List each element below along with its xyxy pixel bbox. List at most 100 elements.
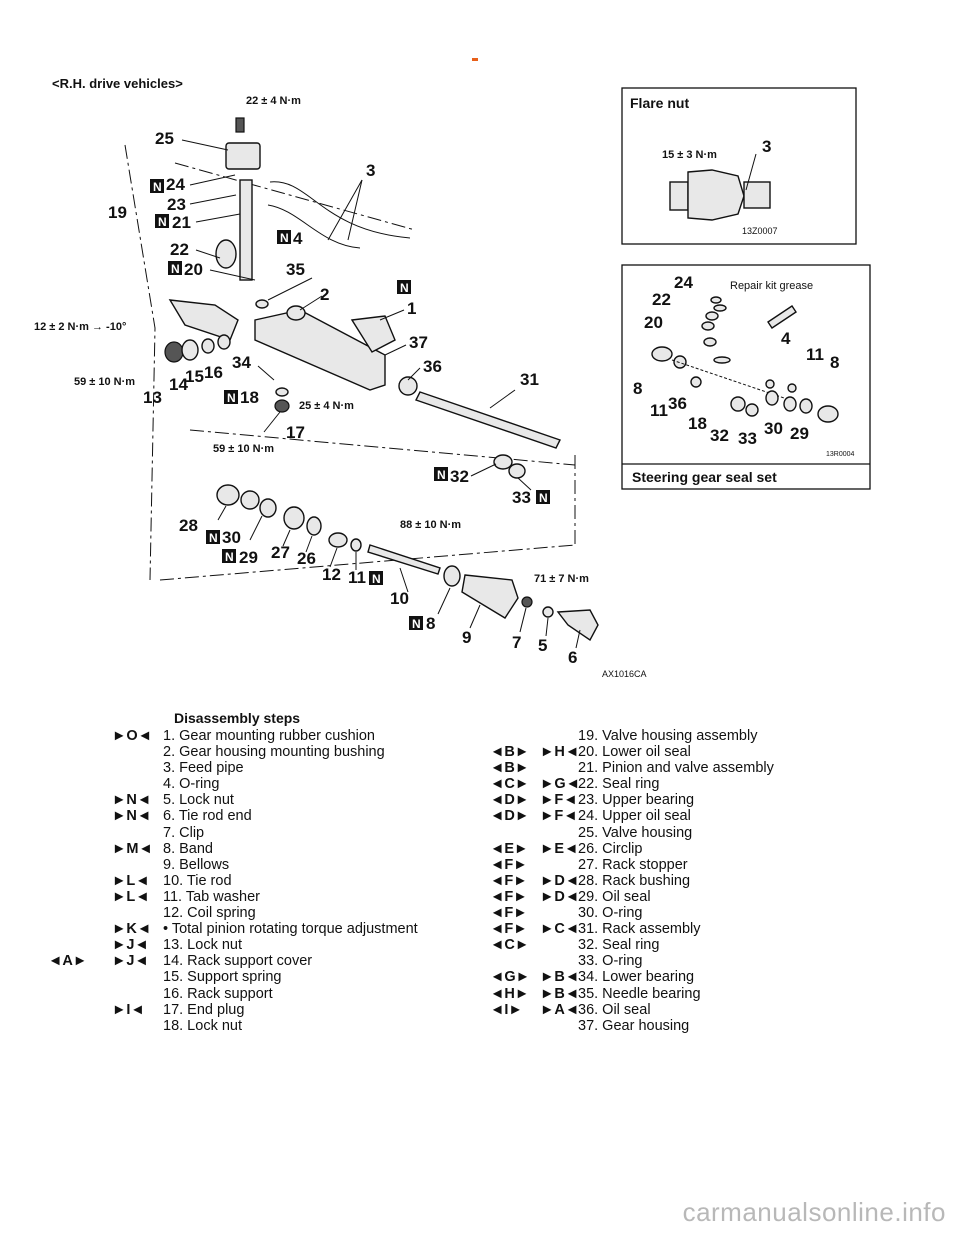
circlip-part	[306, 516, 322, 536]
step-marker-reassembly: ►O◄	[112, 728, 152, 744]
step-marker-reassembly: ►B◄	[540, 969, 580, 986]
step-text: 10. Tie rod	[163, 872, 232, 889]
step-text: 30. O-ring	[578, 905, 643, 922]
svg-text:8: 8	[830, 353, 839, 372]
svg-text:30: 30	[764, 419, 783, 438]
disassembly-steps-title: Disassembly steps	[174, 710, 301, 726]
tie-rod-part	[367, 544, 441, 575]
step-marker-reassembly: ►L◄	[112, 888, 150, 905]
svg-text:29: 29	[239, 548, 258, 567]
step-marker-disassembly: ◄G►	[490, 969, 530, 986]
oil-seal-29-part	[259, 498, 277, 518]
step-row: 16. Rack support	[0, 986, 480, 1002]
flare-nut-box: Flare nut 15 ± 3 N·m 3 13Z0007	[621, 87, 857, 245]
step-row: ◄F►30. O-ring	[480, 905, 960, 921]
svg-text:N: N	[158, 215, 167, 229]
feed-pipe-lower	[267, 204, 361, 249]
seal-set-code: 13R0004	[826, 451, 855, 458]
step-marker-disassembly: ◄F►	[490, 921, 528, 938]
svg-text:9: 9	[462, 628, 471, 647]
svg-text:N: N	[209, 531, 218, 545]
svg-text:N: N	[225, 550, 234, 564]
step-row: ►K◄ • Total pinion rotating torque adjust…	[0, 921, 480, 937]
svg-text:N: N	[372, 572, 381, 586]
rubber-cushion-part	[350, 315, 396, 353]
torque-label: 59 ± 10 N·m	[213, 443, 274, 455]
step-row: 37. Gear housing	[480, 1018, 960, 1034]
step-row: ◄G►►B◄34. Lower bearing	[480, 969, 960, 985]
bellows-left-part	[168, 299, 239, 341]
torque-label: 88 ± 10 N·m	[400, 519, 461, 531]
oil-seal-36-part	[398, 376, 418, 396]
flare-nut-title: Flare nut	[630, 95, 689, 111]
group-line-bottom	[159, 544, 576, 581]
step-text: 23. Upper bearing	[578, 792, 695, 809]
step-row: 25. Valve housing	[480, 825, 960, 841]
step-marker-reassembly: ►D◄	[540, 872, 580, 889]
vehicle-label: <R.H. drive vehicles>	[52, 76, 183, 91]
flare-nut-torque: 15 ± 3 N·m	[662, 149, 717, 161]
svg-text:17: 17	[286, 423, 305, 442]
flare-nut-callout: 3	[762, 137, 771, 156]
svg-text:13: 13	[143, 388, 162, 407]
svg-text:2: 2	[320, 285, 329, 304]
step-marker-reassembly: ►J◄	[112, 953, 149, 970]
svg-text:N: N	[171, 262, 180, 276]
pinion-shaft-part	[239, 179, 253, 281]
exploded-view-diagram: 22 ± 4 N·m 12 ± 2 N·m → -10° 59 ± 10 N·m…	[34, 87, 871, 679]
step-row: ►O◄1. Gear mounting rubber cushion	[0, 728, 480, 744]
svg-text:18: 18	[240, 388, 259, 407]
rack-stopper-part	[283, 506, 305, 530]
step-row: 15. Support spring	[0, 969, 480, 985]
svg-text:33: 33	[738, 429, 757, 448]
valve-housing-part	[225, 142, 261, 170]
step-marker-disassembly: ◄C►	[490, 937, 530, 954]
step-text: 35. Needle bearing	[578, 985, 701, 1002]
svg-text:10: 10	[390, 589, 409, 608]
lock-nut-18-part	[275, 387, 289, 397]
step-row: ►I◄17. End plug	[0, 1002, 480, 1018]
svg-text:1: 1	[407, 299, 416, 318]
svg-text:34: 34	[232, 353, 251, 372]
step-row: 9. Bellows	[0, 857, 480, 873]
svg-text:18: 18	[688, 414, 707, 433]
svg-text:29: 29	[790, 424, 809, 443]
svg-text:3: 3	[366, 161, 375, 180]
step-marker-disassembly: ◄B►	[490, 744, 530, 761]
svg-text:11: 11	[650, 401, 668, 420]
svg-text:N: N	[153, 180, 162, 194]
rack-assembly-part	[415, 391, 561, 449]
svg-text:12: 12	[322, 565, 341, 584]
step-text: 24. Upper oil seal	[578, 808, 691, 825]
step-marker-reassembly: ►A◄	[540, 1001, 580, 1018]
step-marker-reassembly: ►H◄	[540, 744, 580, 761]
lock-nut-13-part	[164, 341, 184, 363]
step-text: 32. Seal ring	[578, 937, 660, 954]
rack-bushing-part	[216, 484, 240, 506]
svg-text:8: 8	[426, 614, 435, 633]
step-text: 11. Tab washer	[163, 888, 260, 905]
step-marker-reassembly: ►N◄	[112, 808, 152, 825]
step-marker-reassembly: ►K◄	[112, 921, 152, 938]
step-marker-disassembly: ◄F►	[490, 888, 528, 905]
svg-text:7: 7	[512, 633, 521, 652]
svg-text:26: 26	[297, 549, 316, 568]
step-row: ◄F►►D◄28. Rack bushing	[480, 873, 960, 889]
step-row: ◄F►►D◄29. Oil seal	[480, 889, 960, 905]
step-marker-reassembly: ►F◄	[540, 792, 578, 809]
step-marker-reassembly: ►G◄	[540, 776, 580, 793]
step-text: • Total pinion rotating torque adjustmen…	[163, 921, 418, 938]
svg-text:11: 11	[806, 345, 824, 364]
torque-label: 25 ± 4 N·m	[299, 400, 354, 412]
torque-label: 12 ± 2 N·m → -10°	[34, 321, 126, 333]
step-marker-reassembly: ►I◄	[112, 1001, 145, 1018]
step-row: 4. O-ring	[0, 776, 480, 792]
svg-text:15: 15	[185, 367, 204, 386]
step-row: ◄B►21. Pinion and valve assembly	[480, 760, 960, 776]
step-row: ►J◄13. Lock nut	[0, 937, 480, 953]
step-row: ◄F►27. Rack stopper	[480, 857, 960, 873]
svg-text:6: 6	[568, 648, 577, 667]
step-text: 16. Rack support	[163, 985, 273, 1002]
step-row: ◄E►►E◄26. Circlip	[480, 841, 960, 857]
clip-part	[521, 596, 533, 608]
